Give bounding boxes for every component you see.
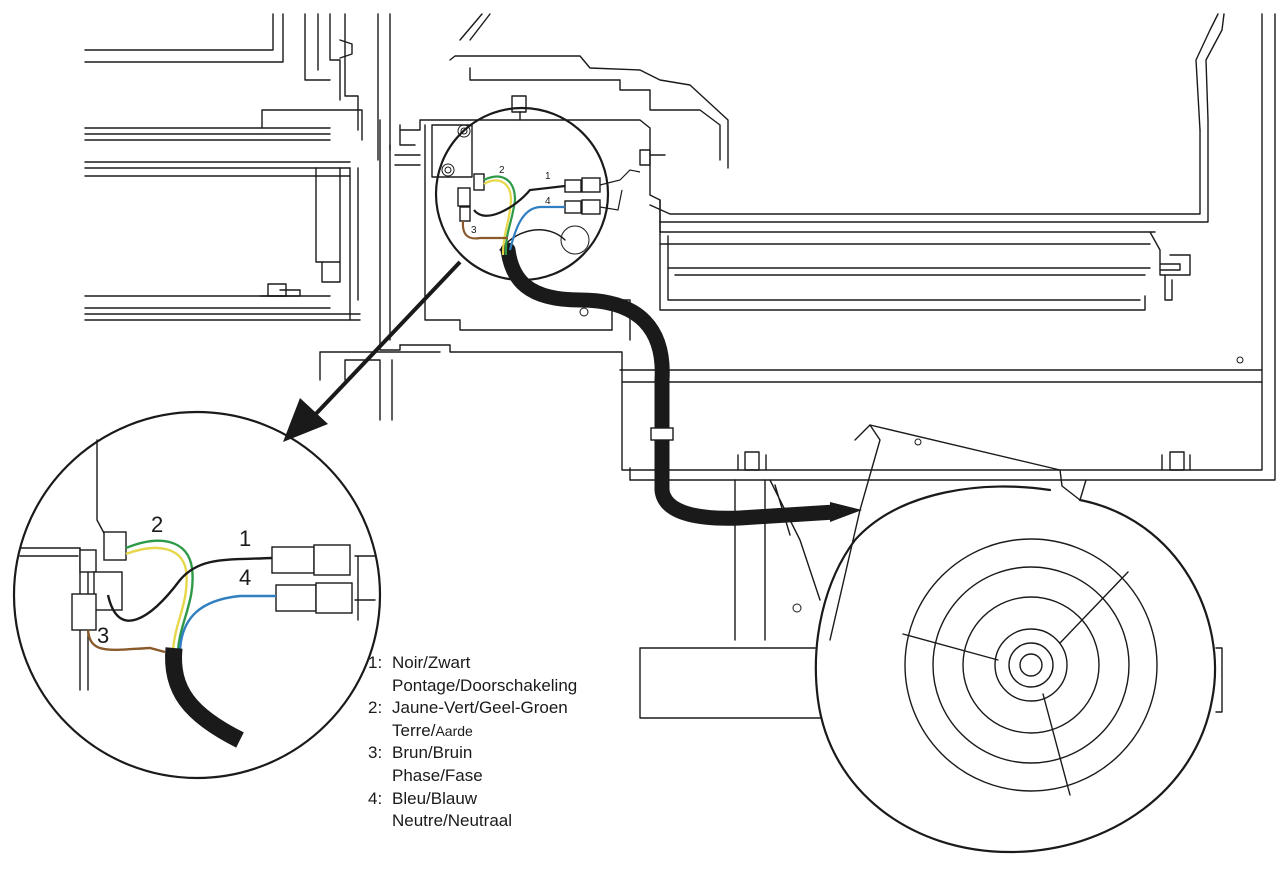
legend-entry-3: 3: Brun/Bruin Phase/Fase <box>368 742 668 787</box>
blower-assembly <box>639 424 1223 854</box>
legend-function: Terre/Aarde <box>368 720 668 743</box>
power-cable <box>500 242 862 526</box>
wire-legend: 1: Noir/Zwart Pontage/Doorschakeling 2: … <box>368 652 668 833</box>
legend-color-name: Noir/Zwart <box>392 653 471 672</box>
legend-function: Phase/Fase <box>392 765 483 785</box>
large-label-1: 1 <box>239 526 251 551</box>
legend-function-fr: Terre/ <box>392 720 436 740</box>
left-frame-structure <box>84 13 391 321</box>
detail-circle-small: 2 1 4 3 <box>431 106 641 282</box>
legend-function: Neutre/Neutraal <box>392 811 513 831</box>
legend-key: 3: <box>368 743 383 763</box>
legend-entry-2: 2: Jaune-Vert/Geel-Groen Terre/Aarde <box>368 697 668 742</box>
cable-gland <box>650 427 674 441</box>
appliance-body <box>619 13 1276 481</box>
legend-function-nl: Aarde <box>435 722 473 739</box>
large-label-2: 2 <box>151 512 163 537</box>
small-label-2: 2 <box>499 165 505 176</box>
small-label-1: 1 <box>545 171 551 182</box>
legend-key: 1: <box>368 653 383 672</box>
legend-color-name: Brun/Bruin <box>392 743 473 763</box>
legend-function: Pontage/Doorschakeling <box>392 675 578 695</box>
legend-color-name: Bleu/Blauw <box>392 788 478 808</box>
large-label-4: 4 <box>239 565 251 590</box>
callout-arrow <box>283 260 462 442</box>
legend-entry-4: 4: Bleu/Blauw Neutre/Neutraal <box>368 788 668 833</box>
legend-entry-1: 1: Noir/Zwart Pontage/Doorschakeling <box>368 652 668 697</box>
large-label-3: 3 <box>97 623 109 648</box>
small-label-4: 4 <box>545 196 551 207</box>
legend-key: 2: <box>368 698 383 718</box>
legend-color-name: Jaune-Vert/Geel-Groen <box>392 698 568 718</box>
detail-circle-large: 2 1 4 3 <box>12 410 382 780</box>
legend-key: 4: <box>368 788 383 808</box>
small-label-3: 3 <box>471 225 477 236</box>
